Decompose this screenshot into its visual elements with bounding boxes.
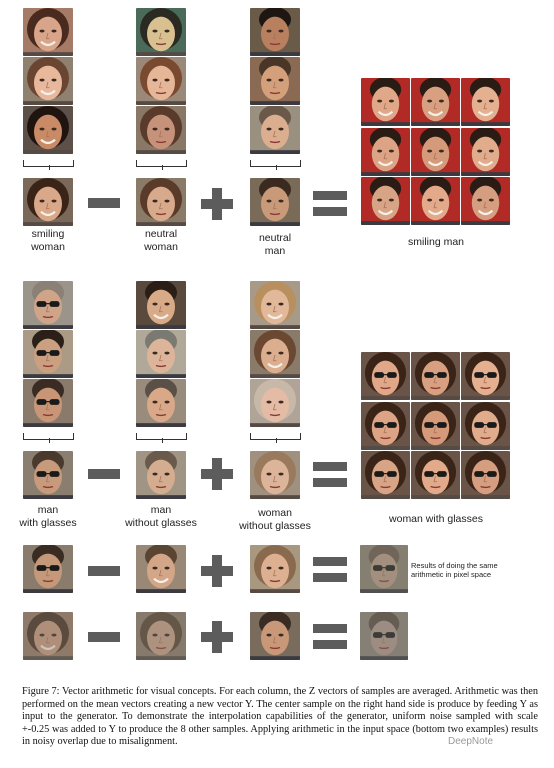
pixel-space-note: Results of doing the same arithmetic in … [411, 561, 498, 579]
label-man-without-glasses: man without glasses [125, 504, 197, 529]
result-woman-glasses-face-6 [461, 401, 510, 450]
result-grid-woman-with-glasses [361, 352, 511, 500]
figure-caption: Figure 7: Vector arithmetic for visual c… [22, 686, 538, 748]
minus-icon [88, 632, 120, 642]
plus-icon [201, 555, 233, 587]
label-neutral-woman: neutral woman [144, 228, 178, 253]
face-neutral-man-avg [250, 178, 300, 226]
face-man-noglasses-2 [136, 330, 186, 378]
result-woman-glasses-face-1 [361, 352, 410, 400]
bracket-col4 [23, 433, 74, 443]
face-man-noglasses-3 [136, 379, 186, 427]
face-man-glasses-1 [23, 281, 73, 329]
face-neutral-woman-avg [136, 178, 186, 226]
face-neutral-woman-3 [136, 106, 186, 154]
face-woman-noglasses-1 [250, 281, 300, 329]
plus-icon [201, 458, 233, 490]
result-grid-smiling-man [361, 78, 511, 226]
equals-icon [313, 555, 347, 585]
label-neutral-man: neutral man [258, 232, 292, 257]
result-smiling-man-face-6 [461, 127, 510, 176]
face-pixel-b-result [360, 612, 408, 660]
plus-icon [201, 621, 233, 653]
face-smiling-woman-1 [23, 8, 73, 56]
bracket-col2 [136, 160, 187, 170]
bracket-col6 [250, 433, 301, 443]
face-man-glasses-3 [23, 379, 73, 427]
result-smiling-man-face-1 [361, 78, 410, 126]
result-smiling-man-face-2 [411, 78, 460, 126]
result-woman-glasses-face-9 [461, 451, 510, 499]
face-man-glasses-2 [23, 330, 73, 378]
face-smiling-woman-2 [23, 57, 73, 105]
result-woman-glasses-face-5 [411, 401, 460, 450]
face-smiling-woman-avg [23, 178, 73, 226]
result-smiling-man-face-9 [461, 177, 510, 225]
result-smiling-man-face-4 [361, 127, 410, 176]
minus-icon [88, 469, 120, 479]
face-man-noglasses-1 [136, 281, 186, 329]
bracket-col3 [250, 160, 301, 170]
face-man-glasses-avg [23, 451, 73, 499]
face-pixel-a-3 [250, 545, 300, 593]
face-neutral-man-3 [250, 106, 300, 154]
equals-icon [313, 189, 347, 219]
face-woman-noglasses-2 [250, 330, 300, 378]
equals-icon [313, 622, 347, 652]
face-woman-noglasses-avg [250, 451, 300, 499]
face-neutral-man-1 [250, 8, 300, 56]
result-woman-glasses-face-3 [461, 352, 510, 400]
result-smiling-man-face-5 [411, 127, 460, 176]
watermark-text: DeepNote [448, 736, 494, 747]
bracket-col1 [23, 160, 74, 170]
face-pixel-a-result [360, 545, 408, 593]
face-neutral-woman-2 [136, 57, 186, 105]
minus-icon [88, 566, 120, 576]
face-smiling-woman-3 [23, 106, 73, 154]
face-pixel-b-2 [136, 612, 186, 660]
result-smiling-man-face-3 [461, 78, 510, 126]
result-woman-glasses-face-2 [411, 352, 460, 400]
result-smiling-man-face-7 [361, 177, 410, 225]
label-woman-with-glasses: woman with glasses [389, 513, 483, 525]
face-woman-noglasses-3 [250, 379, 300, 427]
face-pixel-a-1 [23, 545, 73, 593]
result-woman-glasses-face-4 [361, 401, 410, 450]
bracket-col5 [136, 433, 187, 443]
face-neutral-woman-1 [136, 8, 186, 56]
minus-icon [88, 198, 120, 208]
face-pixel-b-1 [23, 612, 73, 660]
face-man-noglasses-avg [136, 451, 186, 499]
equals-icon [313, 460, 347, 490]
face-neutral-man-2 [250, 57, 300, 105]
face-pixel-b-3 [250, 612, 300, 660]
label-smiling-woman: smiling woman [31, 228, 65, 253]
result-woman-glasses-face-8 [411, 451, 460, 499]
label-man-with-glasses: man with glasses [19, 504, 77, 529]
plus-icon [201, 188, 233, 220]
label-woman-without-glasses: woman without glasses [239, 507, 311, 532]
result-woman-glasses-face-7 [361, 451, 410, 499]
result-smiling-man-face-8 [411, 177, 460, 225]
face-pixel-a-2 [136, 545, 186, 593]
label-smiling-man: smiling man [407, 236, 465, 248]
